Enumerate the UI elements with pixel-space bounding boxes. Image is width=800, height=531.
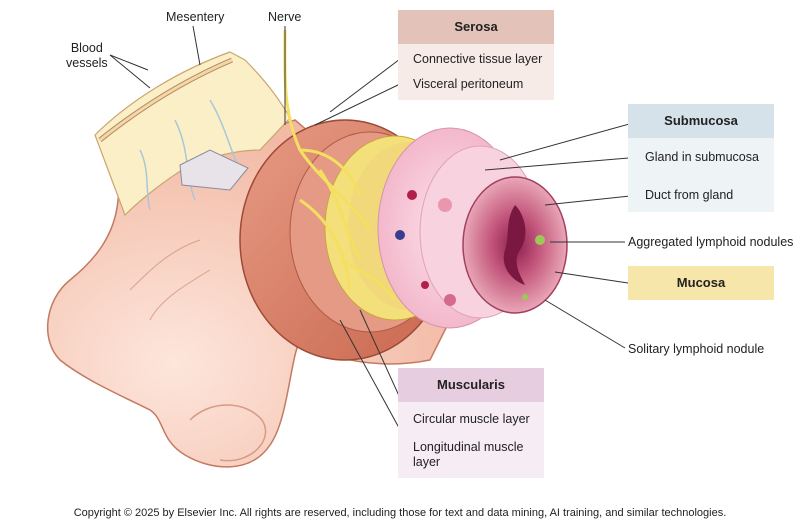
submucosa-item-duct: Duct from gland xyxy=(645,188,734,202)
muscularis-title: Muscularis xyxy=(398,368,544,402)
mucosa-item-aggregated-nodules: Aggregated lymphoid nodules xyxy=(628,235,794,249)
label-blood-vessels: Blood vessels xyxy=(66,41,108,70)
label-mesentery: Mesentery xyxy=(166,10,225,24)
muscularis-item-circular: Circular muscle layer xyxy=(413,412,530,426)
mucosa-item-solitary-nodule: Solitary lymphoid nodule xyxy=(628,342,765,356)
cross-section xyxy=(239,119,568,361)
serosa-item-visceral-peritoneum: Visceral peritoneum xyxy=(413,77,524,91)
submucosa-panel xyxy=(628,138,774,212)
serosa-title: Serosa xyxy=(398,10,554,44)
muscularis-panel xyxy=(398,402,544,478)
mucosa-title: Mucosa xyxy=(628,266,774,300)
submucosa-title: Submucosa xyxy=(628,104,774,138)
serosa-panel xyxy=(398,44,554,100)
serosa-item-connective-tissue: Connective tissue layer xyxy=(413,52,543,66)
mesentery-fold xyxy=(94,51,291,217)
label-nerve: Nerve xyxy=(268,10,302,24)
muscularis-item-longitudinal: Longitudinal muscle layer xyxy=(413,440,524,469)
submucosa-item-gland: Gland in submucosa xyxy=(645,150,759,164)
copyright-notice: Copyright © 2025 by Elsevier Inc. All ri… xyxy=(73,507,727,519)
